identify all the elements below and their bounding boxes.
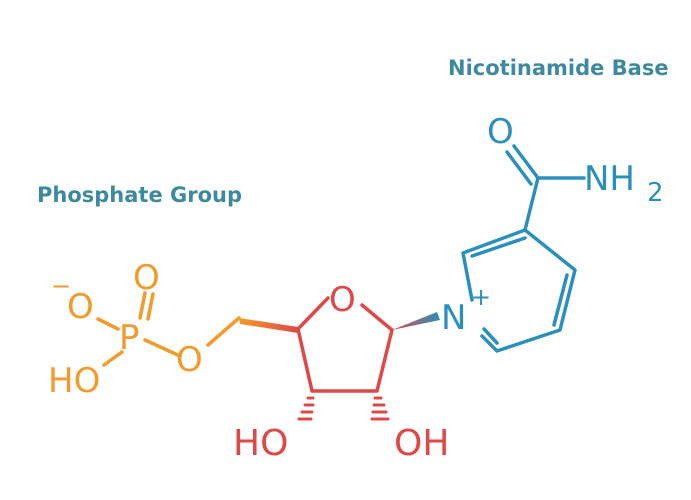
anion-oxygen: O <box>67 287 94 327</box>
phosphorus: P <box>119 318 140 358</box>
pyridinium-charge: + <box>471 283 491 311</box>
phosphate-bonds <box>96 291 241 367</box>
nicotinamide-base-label: Nicotinamide Base <box>448 56 669 80</box>
carbonyl-double-bond-b <box>505 150 533 186</box>
ring-carbonyl-bond <box>523 176 540 232</box>
pyridine-ring-bonds <box>461 228 577 353</box>
anion-charge: − <box>51 272 71 300</box>
nicotinamide-group <box>461 144 586 353</box>
c5-wedge-bond <box>239 318 298 333</box>
carbonyl-double-bond-a <box>512 144 540 180</box>
amide-nitrogen: NH <box>584 159 635 199</box>
phosphate-hydroxyl: HO <box>48 361 100 401</box>
amide-oxygen: O <box>487 112 514 152</box>
pyridinium-nitrogen: N <box>441 298 466 338</box>
phosphate-group-label: Phosphate Group <box>37 183 243 207</box>
ribose-ring <box>296 296 394 393</box>
hydroxyl-right: OH <box>394 423 449 464</box>
amide-subscript: 2 <box>647 178 664 208</box>
phosphoryl-oxygen: O <box>133 258 160 298</box>
double-bond-2 <box>552 273 569 327</box>
ester-oxygen: O <box>176 340 203 380</box>
glycosidic-wedge-bond <box>392 312 440 330</box>
double-bond-1 <box>470 236 527 258</box>
double-bond-3 <box>482 327 499 345</box>
hashed-bonds <box>297 396 390 421</box>
ribose-ring-oxygen: O <box>329 280 356 320</box>
hydroxyl-left: HO <box>233 423 288 464</box>
